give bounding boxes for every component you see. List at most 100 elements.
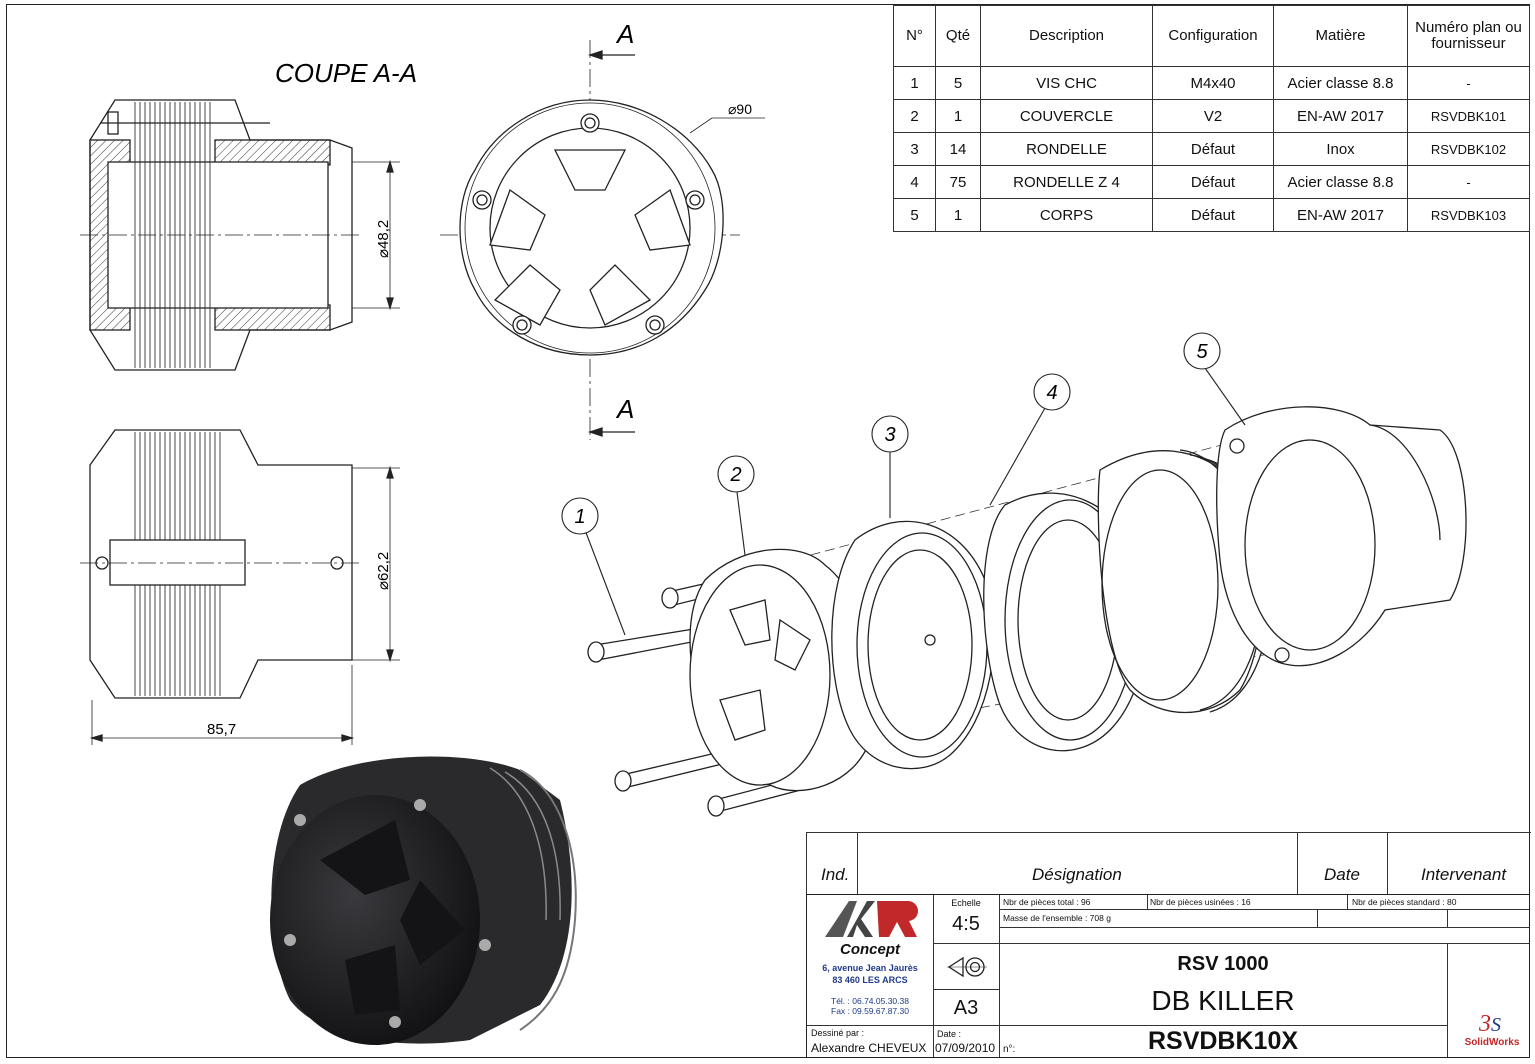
bom-header-description: Description <box>980 5 1153 67</box>
scale-value: 4:5 <box>952 913 980 935</box>
title-block: Concept 6, avenue Jean Jaurès 83 460 LES… <box>806 894 1530 1058</box>
bom-cell: EN-AW 2017 <box>1273 198 1408 232</box>
rev-divider <box>1297 833 1298 895</box>
exploded-view <box>587 406 1467 817</box>
projection-symbol <box>947 952 987 982</box>
software-name: SolidWorks <box>1464 1037 1520 1048</box>
bom-cell: 5 <box>935 66 981 100</box>
bom-cell: 1 <box>935 198 981 232</box>
bom-cell: RONDELLE Z 4 <box>980 165 1153 199</box>
paper-format: A3 <box>953 997 979 1019</box>
balloon-5-label: 5 <box>1196 341 1208 363</box>
total-parts: Nbr de pièces total : 96 <box>1003 897 1091 907</box>
bom-cell: RSVDBK103 <box>1407 198 1530 232</box>
balloon-1-label: 1 <box>574 506 585 528</box>
section-title: COUPE A-A <box>275 58 417 88</box>
svg-text:S: S <box>1491 1014 1501 1035</box>
drawn-by-label: Dessiné par : <box>811 1028 865 1038</box>
bom-cell: - <box>1407 66 1530 100</box>
drawing-frame <box>6 4 1530 1058</box>
svg-text:3: 3 <box>1478 1011 1491 1035</box>
body <box>1216 406 1467 667</box>
product-render <box>270 756 577 1045</box>
cover <box>689 548 877 792</box>
balloon-2 <box>717 455 755 493</box>
drawing-title-2: DB KILLER <box>1151 985 1295 1016</box>
balloon-3 <box>871 415 909 453</box>
section-letter-top: A <box>615 19 634 49</box>
company-logo <box>817 897 927 941</box>
bom-cell: 5 <box>893 198 936 232</box>
rev-header-intervenant: Intervenant <box>1421 865 1507 884</box>
machined-parts: Nbr de pièces usinées : 16 <box>1150 897 1251 907</box>
balloon-2-label: 2 <box>729 464 741 486</box>
bom-cell: Acier classe 8.8 <box>1273 66 1408 100</box>
dim-d90: ⌀90 <box>728 101 752 117</box>
section-view <box>80 99 400 371</box>
rev-header-date: Date <box>1324 865 1360 884</box>
standard-parts: Nbr de pièces standard : 80 <box>1352 897 1457 907</box>
bom-header-no: N° <box>893 5 936 67</box>
bom-cell: RONDELLE <box>980 132 1153 166</box>
drawn-by: Alexandre CHEVEUX <box>811 1041 927 1055</box>
drawing-title-1: RSV 1000 <box>1177 953 1269 975</box>
front-view <box>440 40 765 440</box>
fax: Fax : 09.59.67.87.30 <box>831 1006 909 1016</box>
bom-cell: 75 <box>935 165 981 199</box>
dim-length: 85,7 <box>207 721 236 738</box>
date-label: Date : <box>937 1029 962 1039</box>
bom-cell: RSVDBK102 <box>1407 132 1530 166</box>
bom-cell: 1 <box>935 99 981 133</box>
rev-divider <box>1387 833 1388 895</box>
balloon-1 <box>561 497 599 535</box>
bom-cell: M4x40 <box>1152 66 1274 100</box>
bom-cell: 1 <box>893 66 936 100</box>
company-name: Concept <box>840 941 900 958</box>
bom-cell: Défaut <box>1152 165 1274 199</box>
balloon-5 <box>1183 332 1221 370</box>
bom-cell: 14 <box>935 132 981 166</box>
balloon-4 <box>1033 373 1071 411</box>
balloon-4-label: 4 <box>1046 382 1057 404</box>
phone: Tél. : 06.74.05.30.38 <box>831 996 909 1006</box>
bom-cell: 3 <box>893 132 936 166</box>
number-label: n°: <box>1003 1044 1016 1055</box>
bom-header-qty: Qté <box>935 5 981 67</box>
side-view <box>80 429 400 745</box>
bom-cell: RSVDBK101 <box>1407 99 1530 133</box>
bill-of-materials: N° Qté Description Configuration Matière… <box>893 5 1530 232</box>
bom-header-material: Matière <box>1273 5 1408 67</box>
rev-header-ind: Ind. <box>821 865 850 884</box>
bom-cell: CORPS <box>980 198 1153 232</box>
bom-cell: 4 <box>893 165 936 199</box>
bom-header-configuration: Configuration <box>1152 5 1274 67</box>
scale-label: Echelle <box>951 898 981 908</box>
dim-d48: ⌀48,2 <box>375 220 392 258</box>
bom-cell: Défaut <box>1152 132 1274 166</box>
washer-3 <box>831 520 995 770</box>
dim-d62: ⌀62,2 <box>375 552 392 590</box>
bom-cell: Défaut <box>1152 198 1274 232</box>
rev-header-designation: Désignation <box>1032 865 1122 884</box>
address-line1: 6, avenue Jean Jaurès <box>822 963 918 973</box>
part-number: RSVDBK10X <box>1147 1027 1299 1055</box>
bom-cell: VIS CHC <box>980 66 1153 100</box>
bom-cell: 2 <box>893 99 936 133</box>
bom-cell: Inox <box>1273 132 1408 166</box>
bom-cell: - <box>1407 165 1530 199</box>
bom-cell: V2 <box>1152 99 1274 133</box>
bom-cell: EN-AW 2017 <box>1273 99 1408 133</box>
section-letter-bottom: A <box>615 394 634 424</box>
balloon-3-label: 3 <box>884 424 895 446</box>
address-line2: 83 460 LES ARCS <box>832 975 908 985</box>
drawing-date: 07/09/2010 <box>935 1041 996 1055</box>
bom-cell: COUVERCLE <box>980 99 1153 133</box>
rev-divider <box>857 833 858 895</box>
revision-block: Ind. Désignation Date Intervenant <box>806 832 1531 895</box>
